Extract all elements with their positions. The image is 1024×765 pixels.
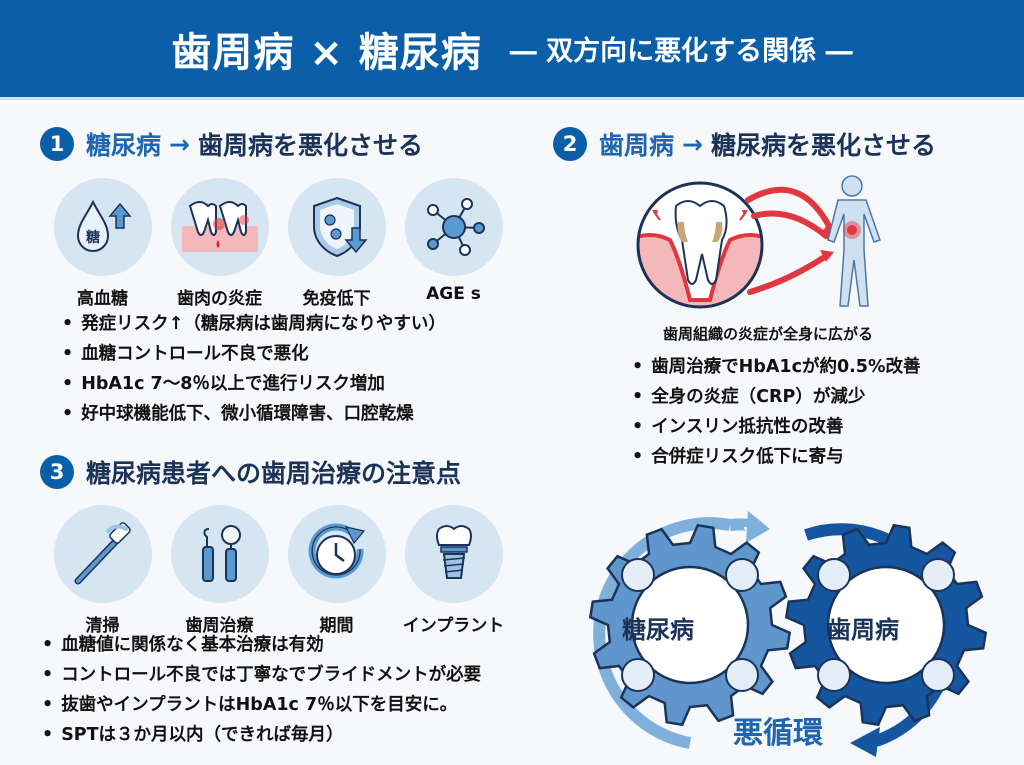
vicious-cycle-diagram [588, 511, 988, 757]
header-banner: 歯周病 × 糖尿病 ― 双方向に悪化する関係 ― [0, 0, 1024, 100]
bullet-item: インスリン抵抗性の改善 [632, 412, 921, 442]
icon-label: AGE s [426, 284, 481, 304]
section3-icon-item: インプラント [395, 505, 512, 636]
section2-bullet-list: 歯周治療でHbA1cが約0.5%改善 全身の炎症（CRP）が減少 インスリン抵抗… [632, 352, 921, 472]
section3-icon-item: 清掃 [44, 505, 161, 636]
section1-bullet-list: 発症リスク↑（糖尿病は歯周病になりやすい） 血糖コントロール不良で悪化 HbA1… [62, 309, 446, 429]
inflammation-spread-illustration [636, 175, 881, 309]
section1-icon-item: 糖 高血糖 [44, 178, 161, 309]
bullet-item: 抜歯やインプラントはHbA1c 7％以下を目安に。 [42, 690, 481, 720]
bullet-item: 合併症リスク低下に寄与 [632, 442, 921, 472]
section1-title-cause: 糖尿病 [86, 131, 162, 160]
section3-icon-item: 期間 [278, 505, 395, 636]
mini-icon-badge [921, 658, 955, 692]
arrow-icon: → [682, 129, 703, 159]
section3-number-badge: 3 [40, 455, 74, 489]
gear-periodontal-icon [784, 523, 988, 727]
bullet-item: SPTは３か月以内（できれば毎月） [42, 720, 481, 750]
clock-icon [287, 505, 386, 603]
gear-diabetes-center [630, 565, 750, 685]
arrow-icon: → [169, 129, 190, 159]
section2-number-badge: 2 [553, 127, 587, 161]
bullet-item: 血糖値に関係なく基本治療は有効 [42, 630, 481, 660]
section2-title-cause: 歯周病 [599, 131, 675, 160]
bullet-item: コントロール不良では丁寧なでブライドメントが必要 [42, 660, 481, 690]
section1-title: 1 糖尿病 → 歯周病を悪化させる [40, 126, 423, 162]
dental-tools-icon [170, 505, 269, 603]
section3-title: 3 糖尿病患者への歯周治療の注意点 [40, 454, 461, 490]
bullet-item: 発症リスク↑（糖尿病は歯周病になりやすい） [62, 309, 446, 339]
section1-number-badge: 1 [40, 127, 74, 161]
svg-text:糖: 糖 [86, 229, 100, 246]
section1-icon-item: 免疫低下 [278, 178, 395, 309]
mini-icon-badge [725, 658, 759, 692]
bullet-item: 血糖コントロール不良で悪化 [62, 339, 446, 369]
vicious-cycle-label: 悪循環 [733, 716, 823, 751]
icon-label: 高血糖 [77, 289, 128, 309]
blood-sugar-drop-icon: 糖 [53, 178, 152, 276]
molecule-icon [404, 178, 503, 276]
icon-label: 歯肉の炎症 [177, 289, 262, 309]
gum-tooth-closeup-icon [636, 181, 764, 309]
section3-bullet-list: 血糖値に関係なく基本治療は有効 コントロール不良では丁寧なでブライドメントが必要… [42, 630, 481, 750]
gear-label-periodontal: 歯周病 [827, 616, 899, 644]
section2-title: 2 歯周病 → 糖尿病を悪化させる [553, 126, 936, 162]
bullet-item: HbA1c 7～8％以上で進行リスク増加 [62, 369, 446, 399]
mini-icon-badge [921, 558, 955, 592]
section1-icon-item: 歯肉の炎症 [161, 178, 278, 309]
mini-icon-badge [817, 658, 851, 692]
red-arrows-icon [745, 186, 833, 295]
mini-icon-badge [621, 658, 655, 692]
gear-label-diabetes: 糖尿病 [622, 616, 694, 644]
gear-diabetes-icon [588, 523, 792, 727]
section1-title-effect: 歯周病を悪化させる [197, 131, 423, 160]
page-title: 歯周病 × 糖尿病 [171, 29, 482, 76]
section1-icon-item: AGE s [395, 178, 512, 309]
illustration-caption: 歯周組織の炎症が全身に広がる [663, 325, 874, 343]
dental-implant-icon [404, 505, 503, 603]
bullet-item: 歯周治療でHbA1cが約0.5%改善 [632, 352, 920, 382]
mini-icon-badge [725, 558, 759, 592]
mini-icon-badge [621, 558, 655, 592]
icon-label: 免疫低下 [302, 289, 371, 309]
gum-inflammation-icon [170, 178, 269, 276]
bullet-item: 好中球機能低下、微小循環障害、口腔乾燥 [62, 399, 446, 429]
section1-icon-row: 糖 高血糖 歯肉の炎症 [44, 178, 512, 309]
section3-icon-item: 歯周治療 [161, 505, 278, 636]
mini-icon-badge [817, 558, 851, 592]
human-body-icon [827, 175, 881, 307]
section2-title-effect: 糖尿病を悪化させる [710, 131, 936, 160]
bullet-item: 全身の炎症（CRP）が減少 [632, 382, 921, 412]
immune-shield-down-icon [287, 178, 386, 276]
page-subtitle: ― 双方向に悪化する関係 ― [509, 36, 853, 67]
toothbrush-icon [53, 505, 152, 603]
gear-periodontal-center [826, 565, 946, 685]
section3-title-text: 糖尿病患者への歯周治療の注意点 [86, 459, 462, 488]
section3-icon-row: 清掃 歯周治療 期間 [44, 505, 512, 636]
